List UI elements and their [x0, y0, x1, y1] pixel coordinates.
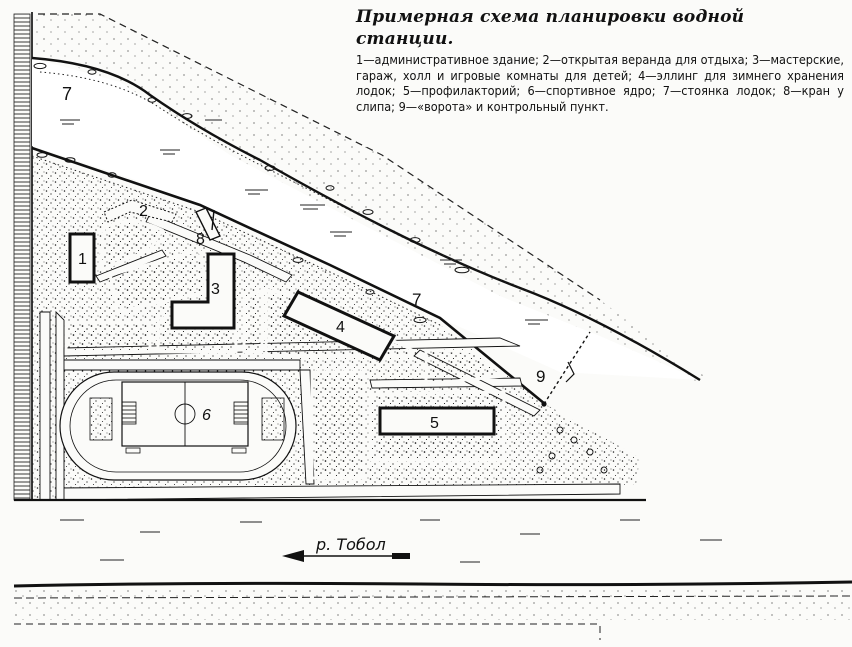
label-6: 6 — [202, 407, 211, 424]
veranda-area — [103, 199, 177, 223]
river-bottom-bank — [13, 580, 852, 588]
label-7-mid: 7 — [412, 290, 421, 309]
label-7-top: 7 — [62, 84, 72, 104]
caption-title: Примерная схема планировки водной станци… — [356, 7, 745, 49]
label-9: 9 — [536, 367, 545, 386]
river-flow-arrow — [282, 550, 410, 562]
gate-arrow — [565, 361, 575, 383]
label-8: 8 — [196, 231, 205, 248]
shrubs — [536, 426, 608, 474]
label-3: 3 — [211, 281, 220, 298]
gate-fence — [543, 331, 591, 405]
top-shore-band — [32, 14, 704, 382]
label-1: 1 — [78, 251, 87, 268]
sports-core — [59, 371, 297, 481]
boat-moorings-top — [33, 62, 470, 274]
bottom-dashed-boundary — [14, 623, 601, 640]
upper-shore-line — [31, 56, 701, 382]
label-5: 5 — [430, 415, 439, 432]
left-boundary-hatching — [13, 13, 31, 501]
label-4: 4 — [336, 319, 345, 336]
building-4-boathouse — [281, 290, 397, 362]
building-1-admin — [68, 232, 96, 284]
far-shore-stipple — [14, 588, 852, 620]
figure-caption: Примерная схема планировки водной станци… — [356, 6, 844, 114]
gate-post — [541, 401, 547, 407]
water-area — [32, 58, 700, 380]
label-2: 2 — [139, 203, 148, 220]
river-name-label: р. Тобол — [315, 535, 386, 554]
river-ripples — [60, 519, 722, 563]
water-ripples — [60, 119, 548, 325]
slip-crane — [195, 207, 221, 241]
building-5-preventorium — [378, 406, 496, 436]
building-3-workshops — [170, 252, 236, 330]
caption-legend-text: 1—административное здание; 2—открытая ве… — [356, 52, 844, 114]
